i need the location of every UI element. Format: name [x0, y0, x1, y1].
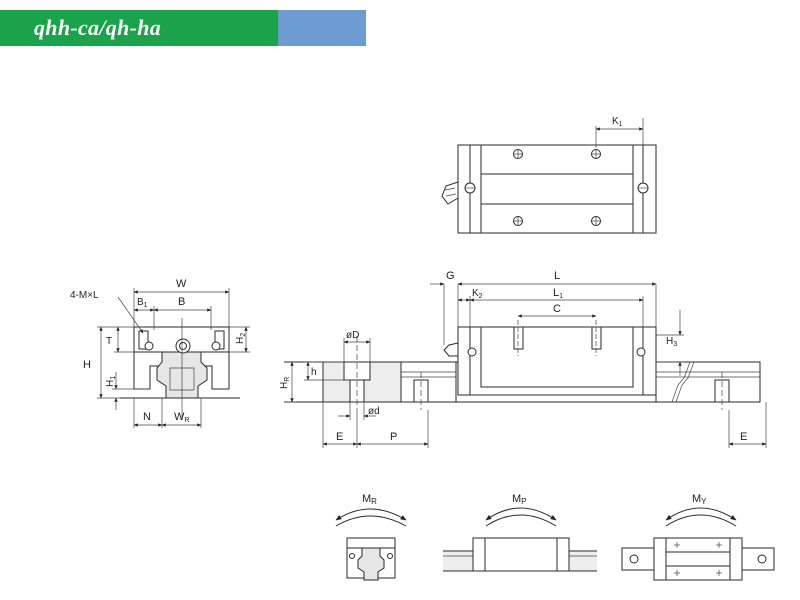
dim-h3-label: H3	[666, 336, 677, 348]
rail-hole-left	[343, 336, 371, 410]
top-view-carriage	[480, 144, 634, 234]
dim-c-label: C	[553, 303, 561, 315]
dim-w-label: W	[176, 278, 187, 290]
dim-phi-d-small-label: ød	[368, 406, 380, 417]
end-view-hole-left	[138, 330, 149, 350]
top-view: K1	[441, 116, 657, 234]
banner-blue-block	[278, 10, 366, 46]
dim-hr-label: HR	[279, 377, 291, 389]
dim-p-label: P	[390, 431, 397, 443]
dim-n-label: N	[143, 411, 151, 423]
grease-nipple-icon	[441, 181, 459, 205]
side-view: G L K2 L1 C H3 øD h HR	[279, 270, 767, 448]
end-view: W B1 B 4-M×L H T H2 H1 N	[70, 278, 250, 428]
dim-b-label: B	[178, 296, 185, 308]
end-view-hole-right	[214, 330, 225, 350]
top-view-block	[457, 144, 657, 234]
dim-b1-label: B1	[137, 297, 148, 309]
dim-k1-label: K1	[612, 116, 623, 128]
dim-e-right-label: E	[740, 431, 747, 443]
rail-hole-right	[714, 372, 730, 410]
moment-my-diagram: MY	[621, 493, 775, 581]
dim-h-small-label: h	[311, 367, 317, 378]
dim-g-label: G	[446, 270, 455, 282]
header-banner: qhh-ca/qh-ha	[0, 10, 366, 46]
moment-mr-diagram: MR	[335, 493, 407, 581]
moment-mp-label: MP	[512, 493, 527, 506]
dim-l1-label: L1	[553, 287, 563, 300]
rail-hole-mid	[413, 372, 429, 410]
moment-mr-label: MR	[362, 493, 377, 506]
grease-nipple-side-icon	[443, 342, 459, 357]
top-view-holes	[464, 149, 649, 226]
dim-e-left-label: E	[336, 431, 343, 443]
dim-l-label: L	[554, 270, 560, 282]
side-view-carriage	[457, 326, 657, 396]
dim-h1-label: H1	[105, 376, 117, 387]
banner-green-block	[0, 10, 278, 46]
dim-h2-label: H2	[235, 333, 247, 344]
page-title: qhh-ca/qh-ha	[34, 15, 162, 40]
moment-mp-diagram: MP	[443, 493, 597, 572]
dim-k2-label: K2	[472, 288, 483, 300]
dim-h-label: H	[83, 359, 91, 371]
dim-phi-d-large-label: øD	[346, 330, 359, 341]
dim-wr-label: WR	[174, 411, 189, 424]
dim-4-m-l-label: 4-M×L	[70, 290, 99, 301]
dim-t-label: T	[106, 336, 112, 347]
moment-my-label: MY	[692, 493, 707, 506]
